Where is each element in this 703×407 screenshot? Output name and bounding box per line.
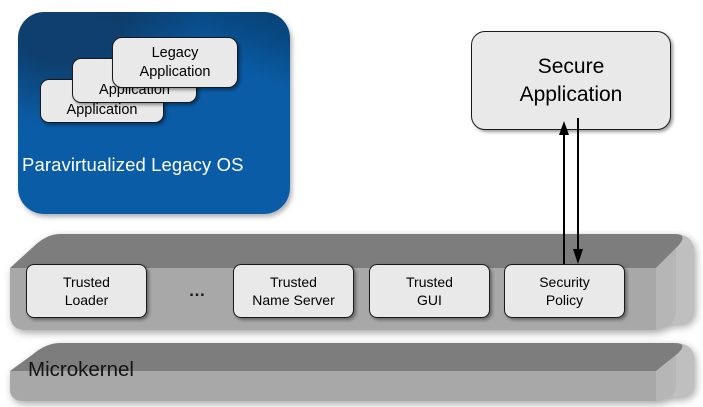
microkernel-layer-slab: [10, 343, 694, 401]
arrow-down-to-security-policy: [573, 118, 583, 264]
arrow-up-to-secure-application: [559, 121, 569, 264]
arrow-pair: [559, 118, 583, 264]
microkernel-label: Microkernel: [28, 358, 134, 381]
services-ellipsis: …: [188, 281, 208, 300]
paravirtualized-legacy-os-label: Paravirtualized Legacy OS: [22, 154, 244, 175]
